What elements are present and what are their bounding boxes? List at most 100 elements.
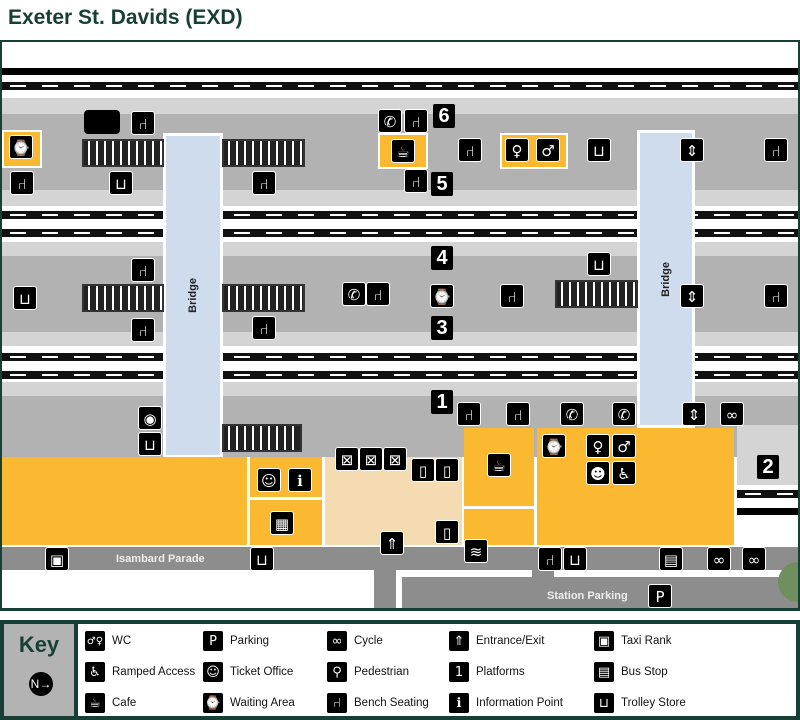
stairs: [82, 139, 164, 167]
bench-icon[interactable]: ⑁: [457, 402, 481, 426]
key-item-label: Pedestrian: [354, 666, 409, 678]
female-icon[interactable]: ♀: [586, 434, 610, 458]
baby-change-icon[interactable]: ☻: [586, 461, 610, 485]
key-item-label: Platforms: [476, 666, 525, 678]
platform-5-number: 5: [431, 172, 453, 196]
bench-icon[interactable]: ⑁: [252, 171, 276, 195]
key-item-ticket-office: ☺Ticket Office: [202, 661, 293, 683]
gates-icon[interactable]: ⊠: [335, 447, 359, 471]
key-item-label: Ramped Access: [112, 666, 196, 678]
male-icon[interactable]: ♂: [536, 138, 560, 162]
lift-icon[interactable]: ⇕: [680, 138, 704, 162]
track-line: [2, 371, 798, 379]
info-icon: ℹ: [448, 692, 470, 714]
cafe-icon[interactable]: ☕: [391, 139, 415, 163]
ticket-machine-icon[interactable]: ▯: [435, 520, 459, 544]
cycle-icon[interactable]: ∞: [720, 402, 744, 426]
lift-icon[interactable]: ⇕: [682, 402, 706, 426]
bench-icon[interactable]: ⑁: [131, 111, 155, 135]
male-icon[interactable]: ♂: [612, 434, 636, 458]
plane-icon[interactable]: ≋: [464, 539, 488, 563]
info-icon[interactable]: ℹ: [288, 468, 312, 492]
key-item-label: Bench Seating: [354, 697, 429, 709]
key-item-label: Cafe: [112, 697, 137, 709]
platform-1-number: 1: [431, 390, 453, 414]
bench-icon[interactable]: ⑁: [366, 282, 390, 306]
pedestrian-icon: ⚲: [326, 661, 348, 683]
bench-icon[interactable]: ⑁: [252, 316, 276, 340]
key-item-label: Waiting Area: [230, 697, 295, 709]
bridge-right[interactable]: Bridge: [637, 130, 695, 428]
tree: [778, 562, 798, 602]
cycle-icon[interactable]: ∞: [742, 547, 766, 571]
bench-icon[interactable]: ⑁: [404, 169, 428, 193]
trolley-icon[interactable]: ⊔: [587, 138, 611, 162]
key-item-label: WC: [112, 635, 132, 647]
key-item-wc: ♂♀ WC: [84, 630, 131, 652]
track-line: [2, 68, 798, 75]
parking-icon[interactable]: P: [648, 584, 672, 608]
track-line: [2, 82, 798, 90]
wheelchair-icon[interactable]: ♿: [612, 461, 636, 485]
cafe-icon[interactable]: ☕: [487, 453, 511, 477]
phone-icon[interactable]: ✆: [612, 402, 636, 426]
ticket-machine-icon[interactable]: ▯: [435, 458, 459, 482]
ticket-office-icon[interactable]: ☺: [257, 468, 281, 492]
bench-icon[interactable]: ⑁: [506, 402, 530, 426]
road-label: Isambard Parade: [116, 553, 205, 565]
bench-icon[interactable]: ⑁: [458, 138, 482, 162]
entrance-icon[interactable]: ⇑: [380, 531, 404, 555]
bench-icon[interactable]: ⑁: [131, 258, 155, 282]
waiting-icon[interactable]: ⌚: [542, 434, 566, 458]
ticket-machine-icon[interactable]: ▯: [411, 458, 435, 482]
stairs: [222, 139, 305, 167]
trolley-icon[interactable]: ⊔: [563, 547, 587, 571]
track-line: [737, 490, 798, 498]
trolley-icon[interactable]: ⊔: [587, 252, 611, 276]
cycle-icon[interactable]: ∞: [707, 547, 731, 571]
bridge-label: Bridge: [187, 278, 199, 313]
lift-icon[interactable]: ⇕: [680, 284, 704, 308]
stairs: [222, 284, 305, 312]
isambard-parade-road: [2, 547, 798, 570]
trolley-icon[interactable]: ⊔: [250, 547, 274, 571]
shop-icon[interactable]: ▦: [270, 511, 294, 535]
key-item-trolley: ⊔Trolley Store: [593, 692, 686, 714]
gates-icon[interactable]: ⊠: [359, 447, 383, 471]
female-icon[interactable]: ♀: [505, 138, 529, 162]
waiting-icon[interactable]: ⌚: [9, 135, 33, 159]
phone-icon[interactable]: ✆: [560, 402, 584, 426]
phone-icon[interactable]: ✆: [342, 282, 366, 306]
trolley-icon[interactable]: ⊔: [138, 432, 162, 456]
station-map: Bridge Bridge Isambard Parade Station Pa…: [0, 40, 800, 611]
key-item-taxi: ▣Taxi Rank: [593, 630, 672, 652]
bench-icon[interactable]: ⑁: [538, 547, 562, 571]
bus-icon: ▤: [593, 661, 615, 683]
bus-icon[interactable]: ▤: [659, 547, 683, 571]
bench-icon[interactable]: ⑁: [764, 284, 788, 308]
bridge-left[interactable]: Bridge: [163, 133, 223, 458]
gates-icon[interactable]: ⊠: [383, 447, 407, 471]
taxi-icon[interactable]: ▣: [45, 547, 69, 571]
waiting-icon[interactable]: ⌚: [430, 284, 454, 308]
camera-icon[interactable]: ◉: [138, 406, 162, 430]
bench-icon[interactable]: ⑁: [500, 284, 524, 308]
track-line: [2, 353, 798, 361]
bench-icon[interactable]: ⑁: [764, 138, 788, 162]
trolley-icon[interactable]: ⊔: [109, 171, 133, 195]
bench-icon[interactable]: ⑁: [404, 109, 428, 133]
key-item-ramped-access: ♿Ramped Access: [84, 661, 195, 683]
north-arrow-icon: N→: [29, 672, 53, 696]
wc-icon: ♂♀: [84, 630, 106, 652]
waiting-area-icon: ⌚: [202, 692, 224, 714]
track-line: [2, 229, 798, 237]
bench-icon[interactable]: ⑁: [10, 171, 34, 195]
bench-icon[interactable]: ⑁: [131, 318, 155, 342]
phone-icon[interactable]: ✆: [378, 109, 402, 133]
trolley-icon[interactable]: ⊔: [13, 286, 37, 310]
stairs: [222, 424, 302, 452]
key-item-pedestrian: ⚲ Pedestrian: [326, 661, 409, 683]
cycle-icon: ∞: [326, 630, 348, 652]
